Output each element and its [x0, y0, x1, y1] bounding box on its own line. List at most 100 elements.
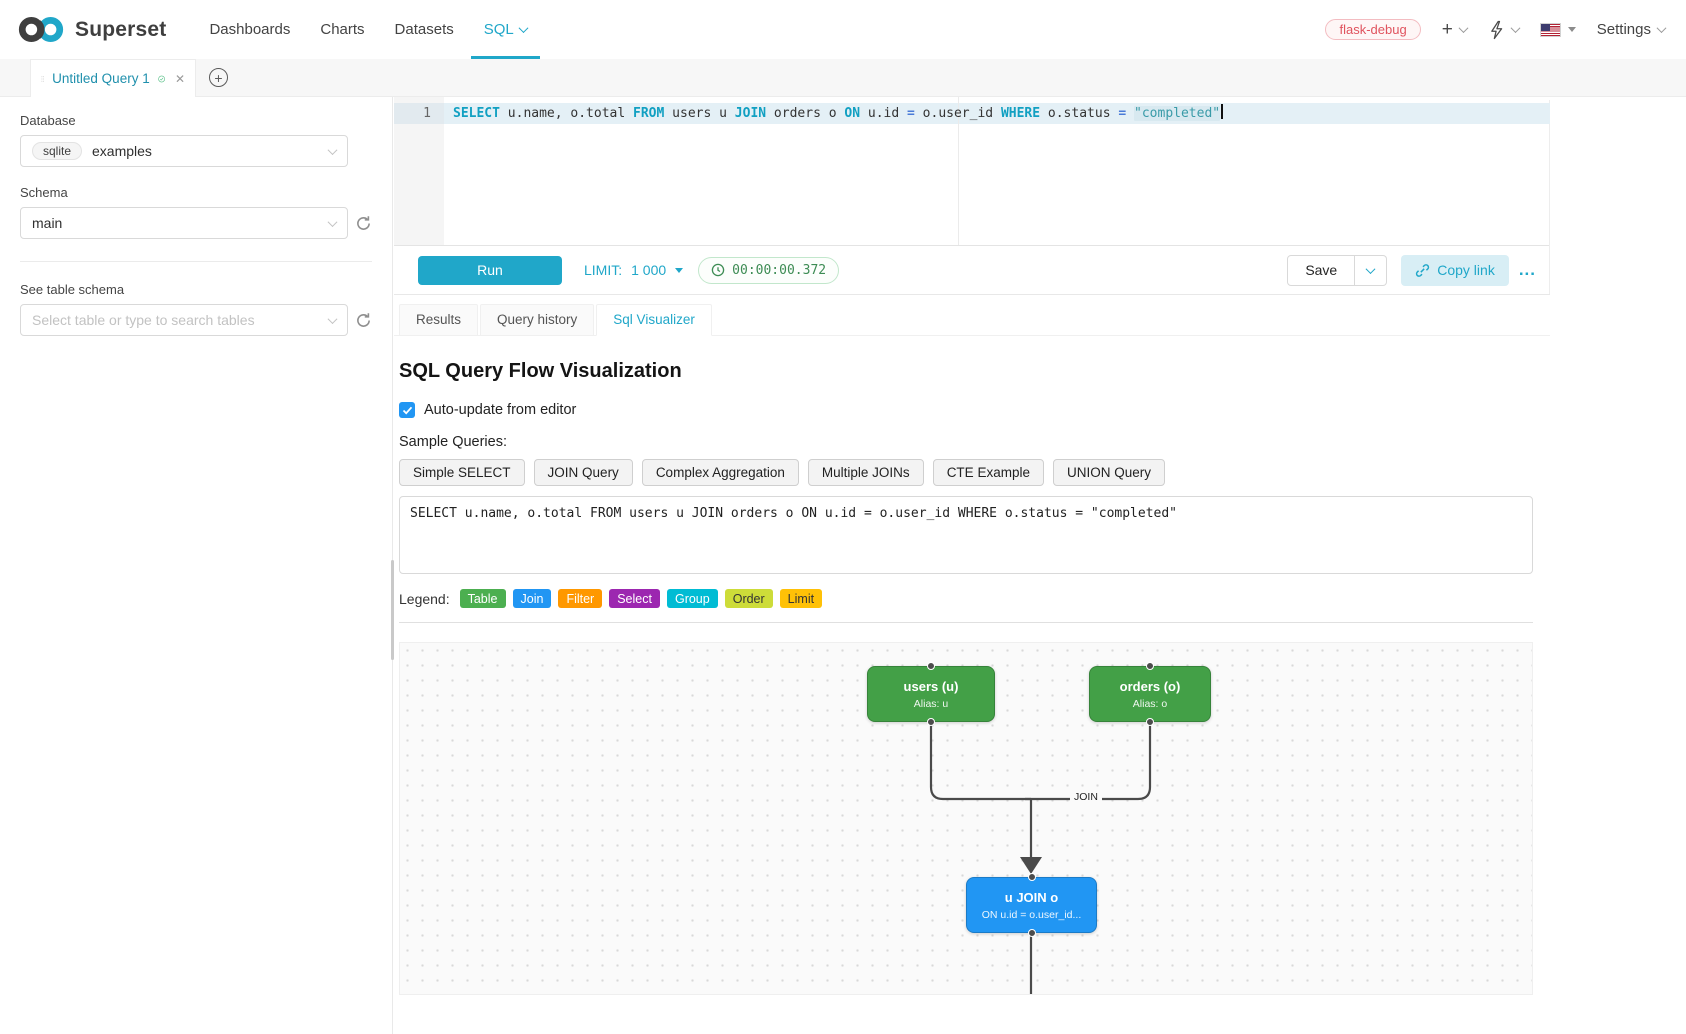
database-select[interactable]: sqlite examples — [20, 135, 348, 167]
superset-logo-icon — [18, 17, 64, 42]
limit-label: LIMIT: — [584, 262, 623, 278]
top-navbar: Superset Dashboards Charts Datasets SQL … — [0, 0, 1686, 59]
sample-query-buttons: Simple SELECT JOIN Query Complex Aggrega… — [399, 459, 1533, 486]
flow-node-users[interactable]: users (u) Alias: u — [867, 662, 995, 726]
legend-badge-limit: Limit — [779, 589, 823, 608]
node-handle[interactable] — [927, 662, 935, 670]
query-tab-strip: Untitled Query 1 ✕ + — [0, 59, 1686, 97]
database-engine-badge: sqlite — [32, 142, 83, 160]
nav-item-dashboards[interactable]: Dashboards — [209, 21, 291, 38]
tab-sql-visualizer[interactable]: Sql Visualizer — [596, 304, 712, 336]
chevron-down-icon — [1656, 23, 1667, 34]
legend-badge-join: Join — [512, 589, 552, 608]
tab-results[interactable]: Results — [399, 304, 479, 336]
auto-update-label: Auto-update from editor — [424, 402, 577, 418]
legend: Legend: Table Join Filter Select Group O… — [399, 589, 1533, 608]
nav-item-charts[interactable]: Charts — [320, 21, 365, 38]
refresh-schemas-button[interactable] — [355, 215, 372, 232]
database-label: Database — [20, 113, 76, 128]
node-handle[interactable] — [1027, 929, 1036, 937]
tab-query-history[interactable]: Query history — [480, 304, 595, 336]
sidebar-divider — [20, 261, 372, 262]
limit-dropdown[interactable]: LIMIT: 1 000 — [584, 262, 684, 278]
settings-menu[interactable]: Settings — [1597, 21, 1667, 38]
chevron-down-icon — [327, 313, 338, 324]
node-handle[interactable] — [927, 718, 935, 726]
refresh-tables-button[interactable] — [355, 312, 372, 329]
sqllab-main-panel: 1 SELECT u.name, o.total FROM users u JO… — [394, 97, 1550, 1034]
legend-badge-table: Table — [459, 589, 506, 608]
nav-item-sql[interactable]: SQL — [469, 0, 542, 59]
nav-item-datasets[interactable]: Datasets — [394, 21, 454, 38]
flow-node-join[interactable]: u JOIN o ON u.id = o.user_id... — [966, 873, 1097, 937]
sample-join-query-button[interactable]: JOIN Query — [533, 459, 633, 486]
node-handle[interactable] — [1027, 873, 1036, 881]
drag-handle-icon[interactable] — [41, 72, 44, 86]
panel-right-border — [1549, 100, 1550, 294]
table-schema-label: See table schema — [20, 282, 125, 297]
flow-canvas[interactable]: users (u) Alias: u orders (o) Alias: o u… — [399, 642, 1533, 995]
chevron-down-icon — [1365, 263, 1376, 274]
chevron-down-icon — [1458, 23, 1469, 34]
sqllab-sidebar: Database sqlite examples Schema main See… — [0, 97, 393, 1034]
query-tab-untitled[interactable]: Untitled Query 1 ✕ — [30, 59, 196, 97]
schema-label: Schema — [20, 185, 68, 200]
editor-code-line[interactable]: SELECT u.name, o.total FROM users u JOIN… — [444, 97, 1224, 245]
more-actions-button[interactable]: ... — [1518, 260, 1536, 279]
legend-badge-group: Group — [666, 589, 718, 608]
node-handle[interactable] — [1146, 662, 1154, 670]
run-button[interactable]: Run — [418, 255, 562, 285]
caret-down-icon — [1567, 27, 1576, 32]
south-pane-divider[interactable] — [394, 294, 1550, 295]
refresh-icon — [357, 312, 370, 327]
sample-simple-select-button[interactable]: Simple SELECT — [399, 459, 525, 486]
editor-gutter: 1 — [394, 97, 444, 245]
flow-node-orders[interactable]: orders (o) Alias: o — [1089, 662, 1211, 726]
lightning-icon — [1490, 20, 1503, 39]
language-picker[interactable] — [1539, 22, 1576, 37]
sample-union-query-button[interactable]: UNION Query — [1052, 459, 1165, 486]
query-tab-label: Untitled Query 1 — [52, 71, 150, 86]
query-search-menu[interactable] — [1488, 20, 1521, 40]
table-select[interactable]: Select table or type to search tables — [20, 304, 348, 336]
auto-update-checkbox[interactable] — [399, 402, 415, 418]
sql-visualizer-panel: SQL Query Flow Visualization Auto-update… — [394, 336, 1550, 995]
database-select-value: examples — [92, 143, 152, 159]
brand-name: Superset — [75, 17, 167, 41]
legend-label: Legend: — [399, 590, 450, 607]
schema-select-value: main — [32, 215, 63, 231]
editor-print-margin — [958, 97, 959, 245]
sql-input-textarea[interactable]: SELECT u.name, o.total FROM users u JOIN… — [399, 496, 1533, 574]
sample-multiple-joins-button[interactable]: Multiple JOINs — [807, 459, 924, 486]
main-menu: Dashboards Charts Datasets SQL — [194, 0, 541, 59]
copy-link-button[interactable]: Copy link — [1401, 254, 1509, 286]
legend-badge-select: Select — [609, 589, 660, 608]
node-handle[interactable] — [1146, 718, 1154, 726]
legend-badge-filter: Filter — [558, 589, 603, 608]
sample-cte-example-button[interactable]: CTE Example — [932, 459, 1044, 486]
save-button[interactable]: Save — [1287, 254, 1356, 286]
sql-editor[interactable]: 1 SELECT u.name, o.total FROM users u JO… — [394, 97, 1550, 245]
editor-toolbar: Run LIMIT: 1 000 00:00:00.372 Save — [394, 245, 1550, 294]
text-cursor — [1221, 104, 1224, 119]
join-edge-label: JOIN — [1070, 791, 1102, 803]
limit-value: 1 000 — [631, 262, 667, 278]
close-icon[interactable]: ✕ — [174, 71, 185, 86]
query-timer: 00:00:00.372 — [698, 256, 840, 284]
save-dropdown-button[interactable] — [1355, 254, 1388, 286]
chevron-down-icon — [327, 144, 338, 155]
content-divider — [399, 622, 1533, 623]
check-icon — [402, 406, 412, 415]
sample-complex-aggregation-button[interactable]: Complex Aggregation — [641, 459, 799, 486]
us-flag-icon — [1539, 22, 1561, 37]
table-select-placeholder: Select table or type to search tables — [32, 312, 255, 328]
add-tab-button[interactable]: + — [209, 68, 228, 87]
environment-badge: flask-debug — [1325, 19, 1421, 40]
schema-select[interactable]: main — [20, 207, 348, 239]
clock-icon — [711, 263, 725, 277]
new-item-menu[interactable]: + — [1442, 20, 1469, 39]
caret-down-icon — [675, 267, 684, 273]
sidebar-resize-handle[interactable] — [391, 560, 394, 660]
superset-brand[interactable]: Superset — [16, 14, 166, 45]
timer-value: 00:00:00.372 — [732, 262, 827, 278]
